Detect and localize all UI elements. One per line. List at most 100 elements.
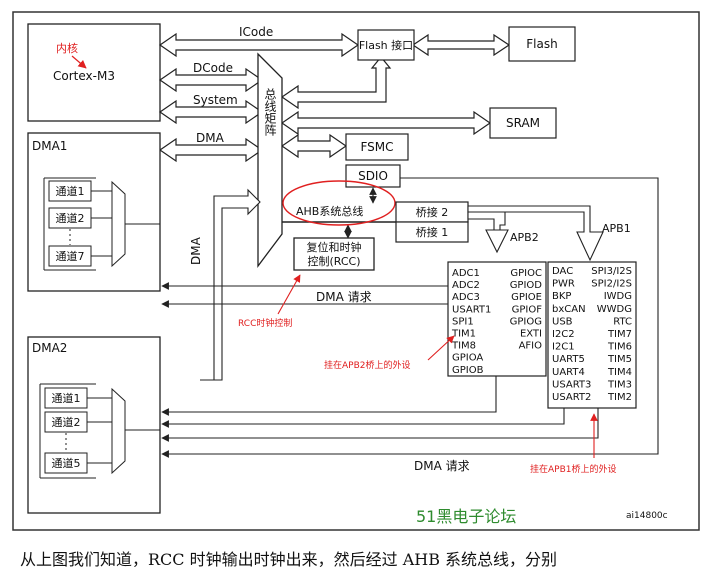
rcc-label-line1: 复位和时钟 [307,240,362,254]
icode-label: ICode [239,25,273,39]
flash-interface-block [357,29,415,61]
figure-id: ai14800c [626,511,668,521]
peripheral-gpioc: GPIOC [510,268,542,279]
dma1-block [27,132,161,292]
peripheral-i2c2: I2C2 [552,329,575,340]
sram-block [489,107,557,139]
peripheral-bkp: BKP [552,291,571,302]
apb1-bus-arrow [467,205,604,262]
dma1-title: DMA1 [32,139,67,153]
peripheral-spi3-i2s: SPI3/I2S [591,266,632,277]
flash-interface-label: Flash 接口 [359,39,413,52]
dma1-channel7-label: 通道7 [56,249,85,263]
dma1-channel2-label: 通道2 [56,211,85,225]
peripheral-gpiof: GPIOF [512,304,543,315]
apb1-peripheral-list-right: SPI3/I2SSPI2/I2SIWDGWWDGRTCTIM7TIM6TIM5T… [591,266,632,403]
peripheral-gpiog: GPIOG [510,316,542,327]
dma2-channel5-label: 通道5 [52,456,81,470]
dma2-bus-label: DMA [189,236,203,265]
dma1-channel-links [43,177,112,271]
peripheral-pwr: PWR [552,279,575,290]
peripheral-usart2: USART2 [552,392,591,403]
sdio-label: SDIO [358,169,388,183]
ahb-highlight-ellipse [282,180,396,226]
peripheral-uart4: UART4 [552,367,585,378]
peripheral-exti: EXTI [520,329,542,340]
apb2-annotation-arrow [427,335,455,361]
rcc-block [293,237,375,271]
peripheral-adc2: ADC2 [452,280,480,291]
dma2-arbiter [111,387,126,475]
peripheral-usart1: USART1 [452,304,491,315]
peripheral-iwdg: IWDG [604,291,632,302]
dma2-title: DMA2 [32,341,67,355]
sram-label: SRAM [506,116,540,130]
bridge1-label: 桥接 1 [416,226,449,239]
matrix-flash-if-arrow [280,56,392,110]
peripheral-gpioe: GPIOE [511,292,542,303]
dma-request-lines [161,177,659,458]
apb2-periph-annotation: 挂在APB2桥上的外设 [324,359,411,371]
diagram-frame [12,11,700,531]
peripheral-tim3: TIM3 [607,379,632,390]
bus-matrix-label: 总线矩阵 [263,88,277,137]
peripheral-dac: DAC [552,266,573,277]
peripheral-rtc: RTC [613,316,632,327]
flash-label: Flash [526,37,557,51]
watermark-text: 51黑电子论坛 [416,507,516,526]
peripheral-spi2-i2s: SPI2/I2S [591,279,632,290]
peripheral-uart5: UART5 [552,354,585,365]
apb2-label: APB2 [510,231,539,244]
peripheral-spi1: SPI1 [452,316,474,327]
peripheral-adc1: ADC1 [452,268,480,279]
peripheral-tim1: TIM1 [451,329,476,340]
peripheral-adc3: ADC3 [452,292,480,303]
figure-caption: 从上图我们知道，RCC 时钟输出时钟出来，然后经过 AHB 系统总线，分别 [20,550,558,569]
core-pointer-arrow [71,55,87,69]
peripheral-usart3: USART3 [552,379,591,390]
sram-bus-arrow [280,110,492,136]
peripheral-i2c1: I2C1 [552,342,575,353]
system-label: System [193,93,238,107]
apb1-peripheral-block [547,261,637,409]
dma1-channel1-label: 通道1 [56,184,85,198]
peripheral-tim4: TIM4 [607,367,632,378]
apb1-periph-annotation: 挂在APB1桥上的外设 [530,463,617,475]
peripheral-wwdg: WWDG [597,304,632,315]
peripheral-tim5: TIM5 [607,354,632,365]
fsmc-label: FSMC [360,140,393,154]
core-label: 内核 [56,41,78,55]
rcc-control-annotation: RCC时钟控制 [238,317,292,329]
dma1-arbiter [111,180,126,268]
bridge1-block [395,221,469,243]
peripheral-tim2: TIM2 [607,392,632,403]
dma2-bus-arrow [200,188,261,381]
cortex-m3-block [27,23,161,122]
dma2-channel1-label: 通道1 [52,391,81,405]
bridge2-label: 桥接 2 [416,206,449,219]
flash-block [508,26,576,62]
sdio-block [345,164,401,188]
ahb-bus-label: AHB系统总线 [296,204,363,218]
rcc-annotation-arrow [277,274,301,315]
fsmc-block [345,133,409,161]
flash-bus-arrow [411,33,511,57]
peripheral-gpiod: GPIOD [510,280,543,291]
peripheral-gpioa: GPIOA [452,353,483,364]
apb1-label: APB1 [602,222,631,235]
apb1-peripheral-list-left: DACPWRBKPbxCANUSBI2C2I2C1UART5UART4USART… [552,266,591,403]
dma2-channel2-label: 通道2 [52,415,81,429]
fsmc-bus-arrow [280,133,348,159]
bus-matrix-block [257,52,283,268]
peripheral-bxcan: bxCAN [552,304,586,315]
peripheral-gpiob: GPIOB [452,365,484,376]
apb2-peripheral-block [447,261,547,377]
apb2-bus-arrow [467,211,509,254]
dma-request-label-lower: DMA 请求 [414,459,470,473]
dma-request-label-upper: DMA 请求 [316,290,372,304]
dma-bus-label: DMA [196,131,225,145]
peripheral-afio: AFIO [519,341,543,352]
